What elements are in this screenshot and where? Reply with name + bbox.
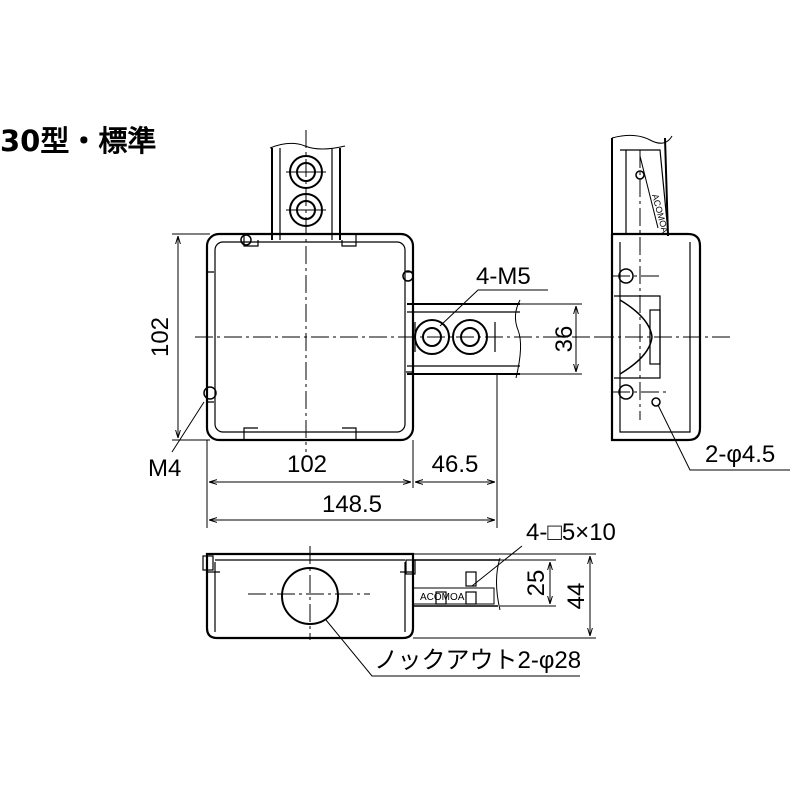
- dim-label-44: 44: [563, 583, 590, 610]
- dim-label-148-5: 148.5: [322, 491, 382, 518]
- bottom-marking: ACOMOA: [420, 592, 465, 603]
- dim-label-25: 25: [523, 570, 550, 597]
- top-connector: [269, 142, 346, 240]
- dim-label-36: 36: [551, 326, 578, 353]
- callout-m4: M4: [148, 455, 181, 482]
- callout-4-slot: 4-□5×10: [526, 519, 616, 546]
- dim-vertical-bottom: 25 44: [413, 553, 596, 639]
- callout-2-phi-4-5: 2-φ4.5: [705, 441, 775, 468]
- dim-height-102: 102: [147, 233, 210, 441]
- side-view: ACOMOA: [596, 134, 730, 442]
- front-view: [195, 130, 600, 452]
- dim-label-102-horizontal: 102: [287, 451, 327, 478]
- dim-label-102-vertical: 102: [147, 317, 174, 357]
- page-title: 30型・標準: [0, 124, 157, 158]
- right-connector: [407, 299, 522, 379]
- dim-horizontal: 102 46.5 148.5: [206, 374, 498, 528]
- callout-4-m5: 4-M5: [476, 263, 531, 290]
- bottom-view: ACOMOA: [202, 546, 501, 640]
- dim-36: 36: [520, 303, 582, 375]
- callout-knockout: ノックアウト2-φ28: [374, 647, 581, 674]
- dim-label-46-5: 46.5: [432, 451, 479, 478]
